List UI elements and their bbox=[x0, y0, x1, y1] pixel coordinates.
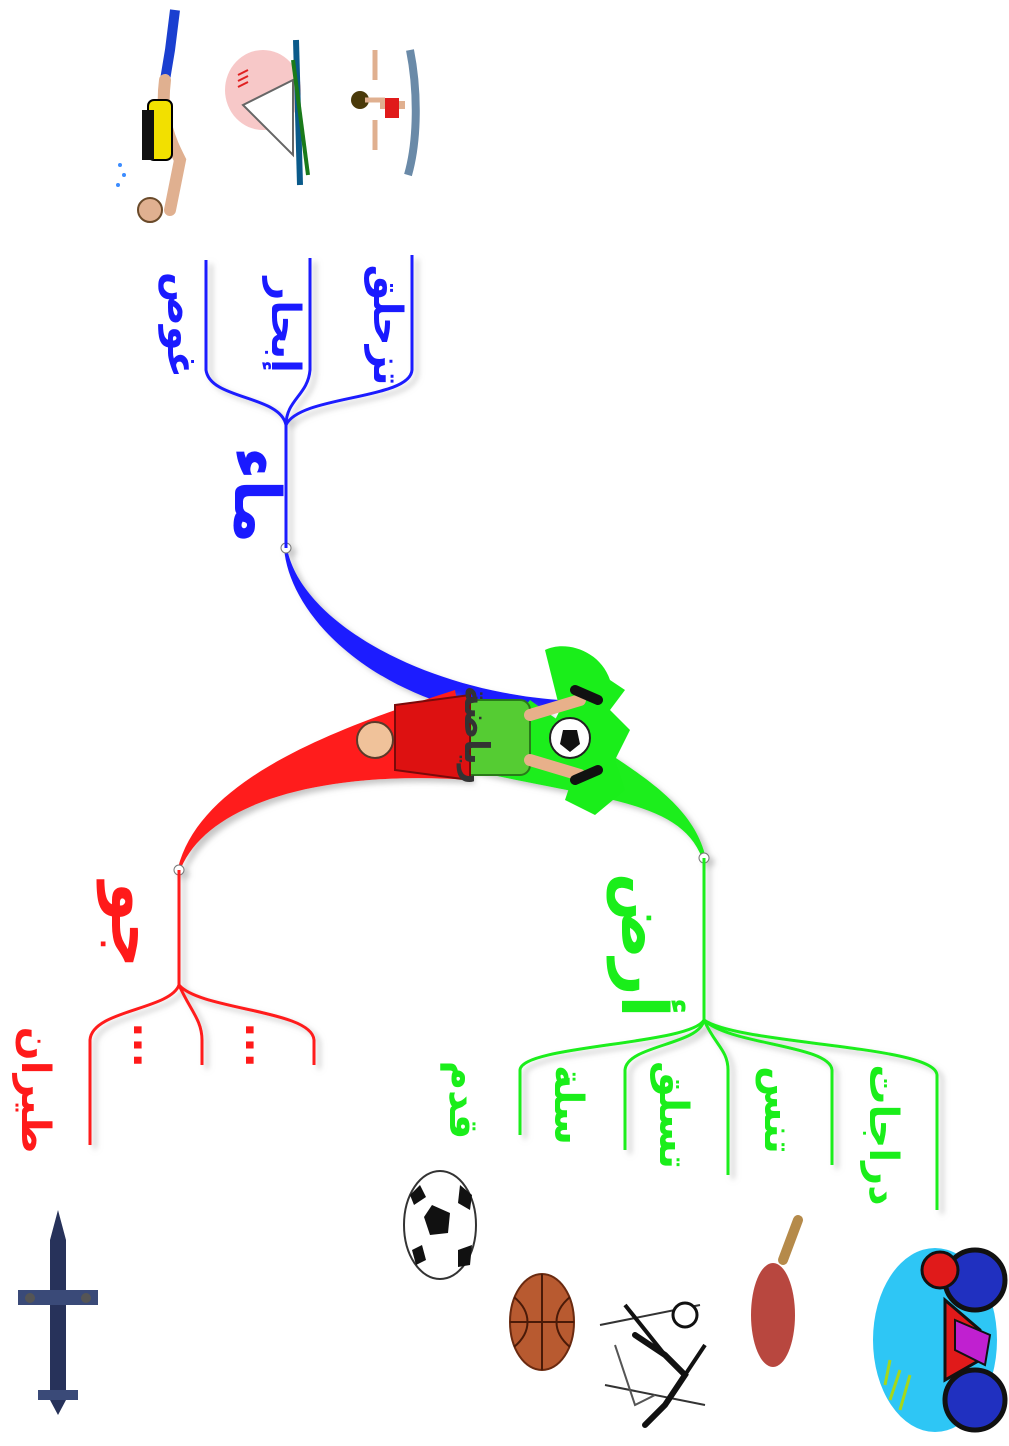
water-leaf-label-1: غوص bbox=[158, 272, 204, 378]
air-leaf-line-2 bbox=[177, 984, 204, 1065]
motorcycle-rider-icon bbox=[873, 1247, 1008, 1433]
basketball-icon bbox=[509, 1273, 575, 1371]
air-leaf-label-3: ... bbox=[236, 1022, 282, 1068]
land-leaf-line-4 bbox=[702, 1018, 834, 1165]
player-shirt bbox=[394, 693, 471, 782]
player-legs bbox=[524, 694, 586, 781]
water-leaf-label-3: تزحلق bbox=[364, 264, 410, 385]
air-leaf-line-1 bbox=[88, 984, 181, 1145]
water-label: ماء bbox=[219, 447, 293, 543]
center-topic: رياضة bbox=[356, 646, 630, 815]
land-leaf-line-2 bbox=[623, 1019, 706, 1150]
water-skier-icon bbox=[351, 49, 420, 177]
airplane-icon bbox=[18, 1210, 98, 1415]
land-leaf-line-3 bbox=[702, 1019, 730, 1175]
table-tennis-paddle-icon bbox=[751, 1215, 803, 1367]
water-main-connector bbox=[284, 548, 560, 720]
land-leaf-line-5 bbox=[703, 1018, 939, 1210]
soccer-ball-icon bbox=[403, 1170, 477, 1280]
scuba-diver-icon bbox=[116, 9, 187, 223]
land-leaf-label-1: قدم bbox=[440, 1061, 486, 1140]
land-leaf-line-1 bbox=[518, 1019, 706, 1135]
water-leaf-line-2 bbox=[284, 258, 312, 426]
center-label: رياضة bbox=[456, 686, 496, 785]
land-label: أرض bbox=[606, 873, 686, 1018]
player-head bbox=[356, 721, 394, 759]
land-leaf-label-2: سلة bbox=[545, 1065, 591, 1145]
climber-icon bbox=[599, 1301, 707, 1428]
sailboat-icon bbox=[225, 39, 310, 186]
player-shoes bbox=[570, 685, 603, 785]
land-leaf-label-4: تنس bbox=[755, 1066, 801, 1154]
water-leaf-label-2: إبحار bbox=[262, 275, 308, 373]
land-leaf-label-3: تسلق bbox=[650, 1061, 696, 1169]
water-leaf-line-3 bbox=[284, 255, 414, 426]
land-leaf-label-5: دراجات bbox=[860, 1064, 906, 1205]
water-leaf-line-1 bbox=[204, 260, 288, 426]
air-label: جو bbox=[96, 879, 170, 968]
air-leaf-label-2: ... bbox=[124, 1022, 170, 1068]
air-leaf-label-1: طيران bbox=[12, 1027, 58, 1154]
air-leaf-line-3 bbox=[177, 983, 316, 1065]
